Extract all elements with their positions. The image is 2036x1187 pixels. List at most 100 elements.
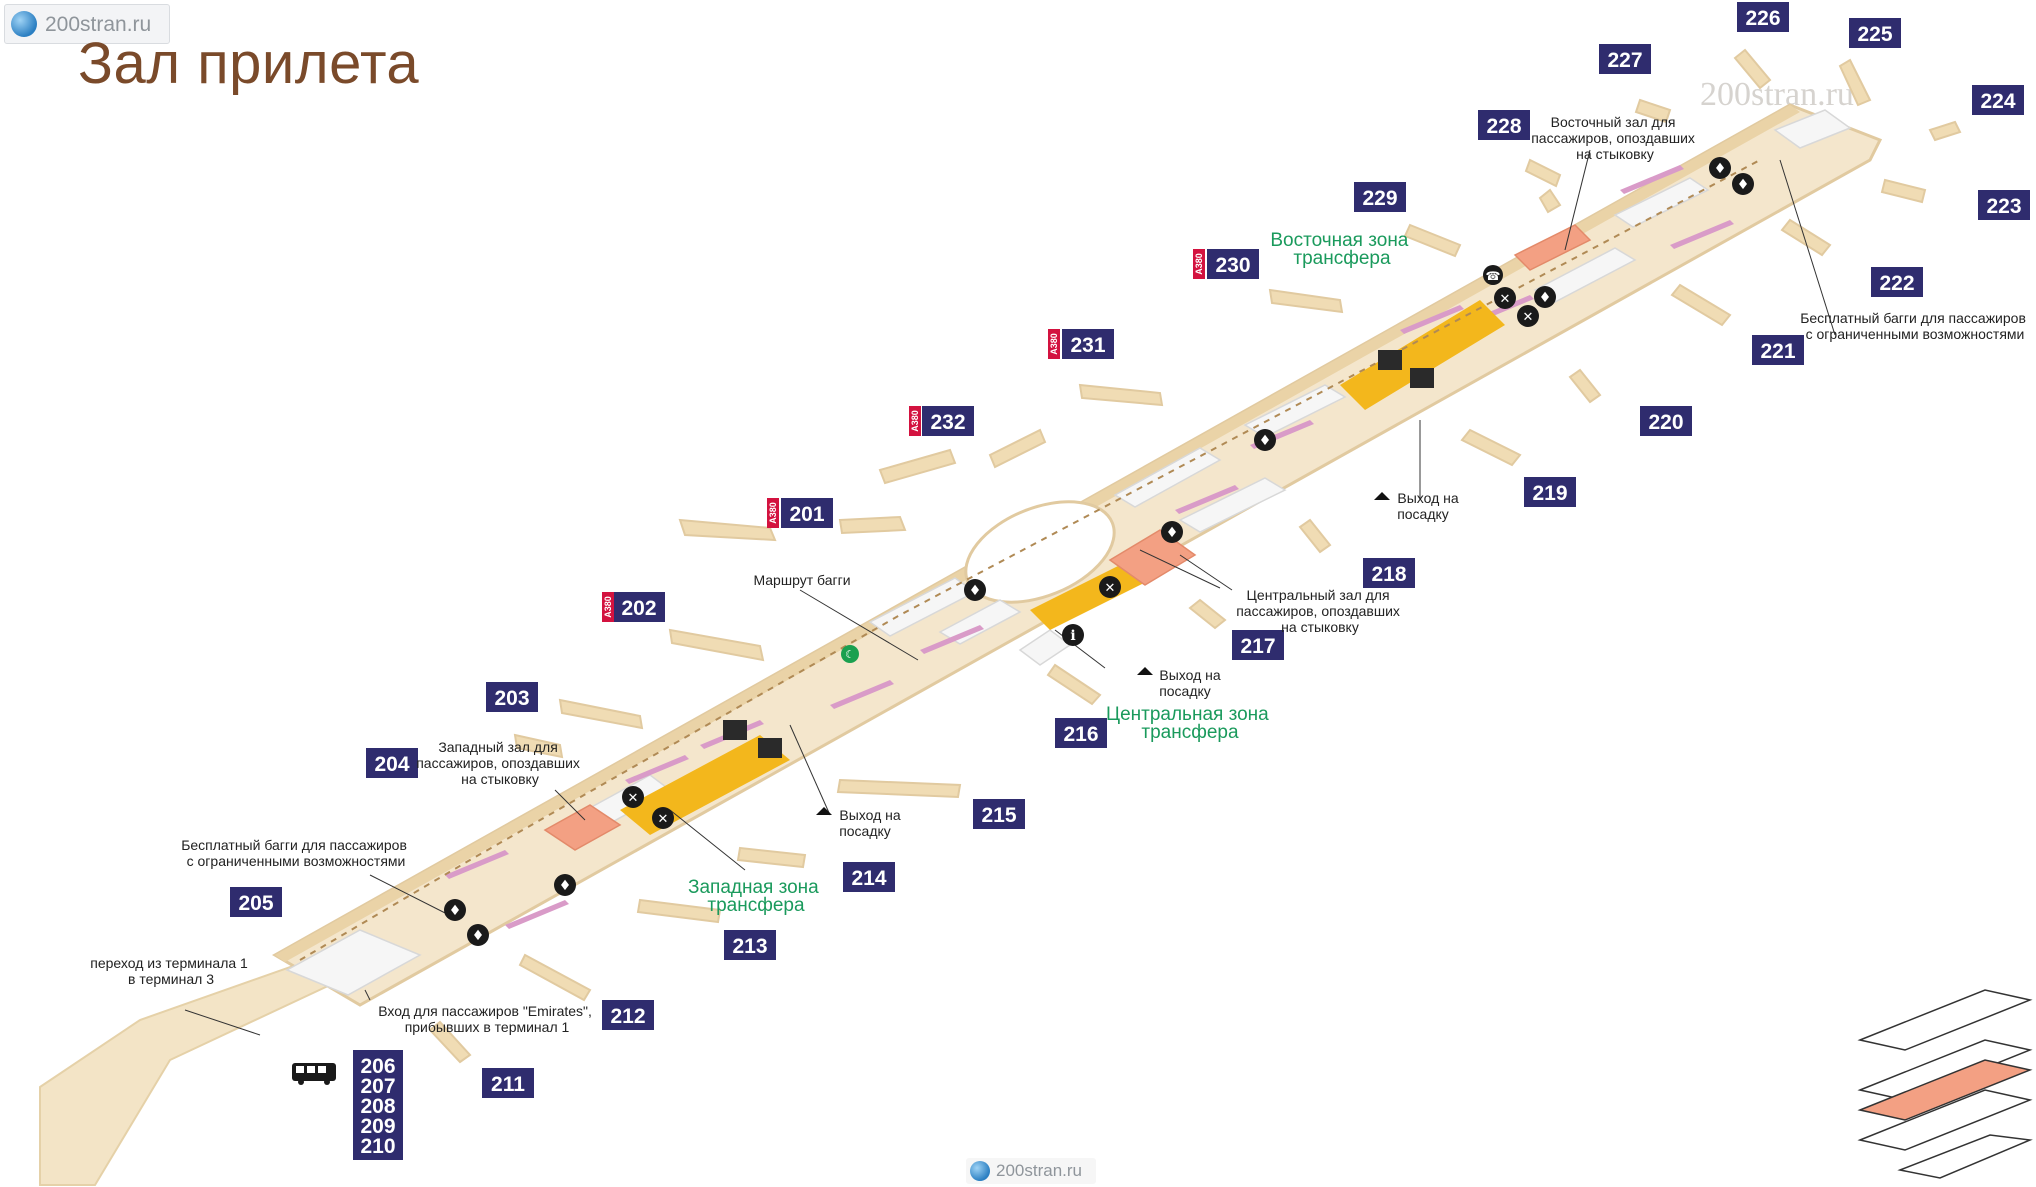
gate-212: 212 bbox=[602, 1000, 654, 1030]
svg-text:214: 214 bbox=[851, 867, 886, 890]
gate-209: 209 bbox=[360, 1115, 395, 1138]
svg-text:✕: ✕ bbox=[1523, 310, 1534, 325]
svg-text:231: 231 bbox=[1070, 334, 1105, 357]
restroom-icon: ♦ bbox=[964, 579, 986, 601]
svg-text:220: 220 bbox=[1648, 411, 1683, 434]
restroom-icon: ♦ bbox=[1709, 157, 1731, 179]
central-lounge-label: Центральный зал для пассажиров, опоздавш… bbox=[1236, 587, 1404, 635]
svg-text:229: 229 bbox=[1362, 187, 1397, 210]
gate-220: 220 bbox=[1640, 406, 1692, 436]
gate-227: 227 bbox=[1599, 44, 1651, 74]
svg-text:228: 228 bbox=[1486, 115, 1521, 138]
globe-icon bbox=[970, 1161, 990, 1181]
security-check-icon: ✕ bbox=[1494, 287, 1516, 309]
a380-badge: A380 bbox=[909, 406, 921, 436]
page-title: Зал прилета bbox=[78, 31, 420, 96]
connection-lounges bbox=[543, 224, 1592, 851]
svg-text:221: 221 bbox=[1760, 340, 1795, 363]
gate-203: 203 bbox=[486, 682, 538, 712]
pier-arms-south bbox=[428, 218, 1832, 1064]
gate-231: 231 bbox=[1062, 329, 1114, 359]
bus-icon bbox=[292, 1063, 336, 1085]
a380-badge: A380 bbox=[602, 592, 614, 622]
gate-206: 206 bbox=[360, 1055, 395, 1078]
gate-230: 230 bbox=[1207, 249, 1259, 279]
svg-text:☾: ☾ bbox=[845, 648, 855, 661]
east-transfer-zone bbox=[1340, 300, 1505, 410]
gate-202: 202 bbox=[613, 592, 665, 622]
a380-badge: A380 bbox=[767, 498, 779, 528]
gate-labels: 201 202 203 204 205 211 212 213 214 215 … bbox=[230, 2, 2030, 1098]
watermark-bottom: 200stran.ru bbox=[966, 1158, 1096, 1184]
svg-text:203: 203 bbox=[494, 687, 529, 710]
restroom-icon: ♦ bbox=[1534, 286, 1556, 308]
transfer-t1-t3-label: переход из терминала 1 в терминал 3 bbox=[90, 955, 251, 987]
gate-221: 221 bbox=[1752, 335, 1804, 365]
security-check-icon: ✕ bbox=[652, 807, 674, 829]
transfer-zone-labels: Восточная зона трансфера Центральная зон… bbox=[688, 230, 1409, 916]
emirates-entry-label: Вход для пассажиров "Emirates", прибывши… bbox=[378, 1003, 596, 1035]
svg-text:♦: ♦ bbox=[1714, 161, 1727, 177]
svg-text:✕: ✕ bbox=[628, 791, 639, 806]
a380-badge: A380 bbox=[1048, 329, 1060, 359]
svg-text:232: 232 bbox=[930, 411, 965, 434]
svg-text:212: 212 bbox=[610, 1005, 645, 1028]
svg-text:A380: A380 bbox=[603, 596, 613, 618]
gate-228: 228 bbox=[1478, 110, 1530, 140]
gate-214: 214 bbox=[843, 862, 895, 892]
restroom-icon: ♦ bbox=[554, 874, 576, 896]
svg-text:A380: A380 bbox=[1194, 253, 1204, 275]
east-lounge bbox=[1513, 224, 1592, 271]
gate-205: 205 bbox=[230, 887, 282, 917]
a380-badges: A380 A380 A380 A380 A380 bbox=[602, 249, 1205, 622]
gate-211: 211 bbox=[482, 1068, 534, 1098]
svg-text:223: 223 bbox=[1986, 195, 2021, 218]
annotations: Восточный зал для пассажиров, опоздавших… bbox=[90, 114, 2026, 1035]
security-check-icon: ✕ bbox=[1099, 576, 1121, 598]
watermark-bottom-text: 200stran.ru bbox=[996, 1161, 1082, 1180]
gate-216: 216 bbox=[1055, 718, 1107, 748]
leader-lines bbox=[184, 149, 1836, 1036]
svg-text:225: 225 bbox=[1857, 23, 1892, 46]
watermark-badge: 200stran.ru bbox=[4, 4, 170, 44]
svg-text:♦: ♦ bbox=[1539, 290, 1552, 306]
svg-text:213: 213 bbox=[732, 935, 767, 958]
svg-text:222: 222 bbox=[1879, 272, 1914, 295]
gate-210: 210 bbox=[360, 1135, 395, 1158]
west-lounge-label: Западный зал для пассажиров, опоздавших … bbox=[416, 739, 584, 787]
svg-text:♦: ♦ bbox=[969, 583, 982, 599]
gate-222: 222 bbox=[1871, 267, 1923, 297]
security-check-icon: ✕ bbox=[1517, 305, 1539, 327]
svg-text:216: 216 bbox=[1063, 723, 1098, 746]
svg-text:202: 202 bbox=[621, 597, 656, 620]
svg-text:☎: ☎ bbox=[1486, 269, 1501, 283]
svg-text:✕: ✕ bbox=[658, 812, 669, 827]
svg-text:205: 205 bbox=[238, 892, 273, 915]
gate-217: 217 bbox=[1232, 630, 1284, 660]
svg-text:215: 215 bbox=[981, 804, 1016, 827]
gate-218: 218 bbox=[1363, 558, 1415, 588]
restroom-icon: ♦ bbox=[1161, 521, 1183, 543]
restroom-icon: ♦ bbox=[444, 899, 466, 921]
info-icon: i bbox=[1062, 624, 1084, 646]
svg-text:230: 230 bbox=[1215, 254, 1250, 277]
svg-text:♦: ♦ bbox=[1259, 433, 1272, 449]
gate-215: 215 bbox=[973, 799, 1025, 829]
restroom-icon: ♦ bbox=[1732, 173, 1754, 195]
watermark-ghost: 200stran.ru bbox=[1700, 76, 1854, 113]
exit-central-label: Выход на посадку bbox=[1159, 667, 1224, 699]
pier-arms bbox=[513, 48, 1962, 759]
svg-text:✕: ✕ bbox=[1500, 292, 1511, 307]
svg-text:A380: A380 bbox=[1049, 333, 1059, 355]
gate-204: 204 bbox=[366, 748, 418, 778]
watermark-text: 200stran.ru bbox=[45, 13, 152, 36]
svg-text:♦: ♦ bbox=[449, 903, 462, 919]
svg-text:✕: ✕ bbox=[1105, 581, 1116, 596]
svg-text:A380: A380 bbox=[910, 410, 920, 432]
gate-223: 223 bbox=[1978, 190, 2030, 220]
svg-text:217: 217 bbox=[1240, 635, 1275, 658]
transfer-desk-icon bbox=[1410, 368, 1434, 388]
phone-icon: ☎ bbox=[1483, 265, 1503, 285]
gate-229: 229 bbox=[1354, 182, 1406, 212]
